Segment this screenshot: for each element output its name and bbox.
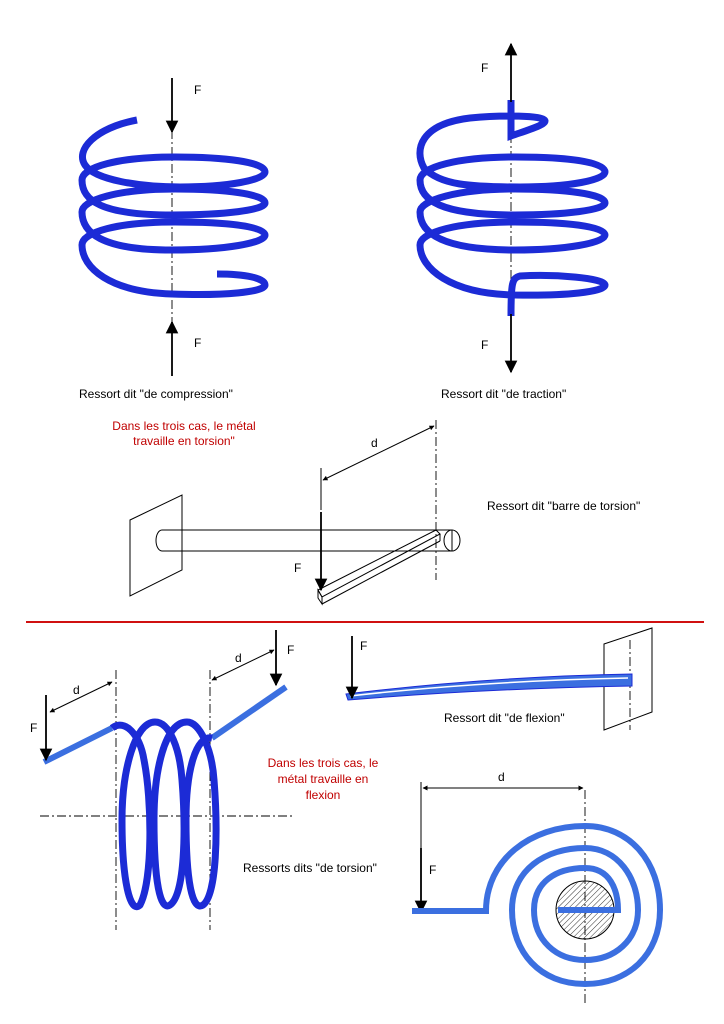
torsion-springs-caption: Ressorts dits "de torsion" <box>243 861 377 875</box>
torsion-note-line-2: travaille en torsion" <box>133 434 235 448</box>
torsion-bar-rod-end <box>443 529 461 552</box>
flexion-wall-plate <box>603 627 653 731</box>
flexion-leaf-highlight <box>349 677 629 697</box>
traction-spring-figure: F F Ressort dit "de traction" <box>416 42 609 401</box>
flexion-note-line-1: Dans les trois cas, le <box>268 756 379 770</box>
helical-left-leg <box>42 725 114 765</box>
torsion-bar-force-label: F <box>294 561 301 575</box>
helical-d-left-label: d <box>73 683 80 697</box>
spiral-spring-figure: d F <box>412 770 664 1005</box>
helical-force-left-label: F <box>30 721 37 735</box>
compression-caption: Ressort dit "de compression" <box>79 387 233 401</box>
flexion-note-line-3: flexion <box>306 788 341 802</box>
helical-torsion-spring-figure: d d F F Ressorts dits "de torsion" <box>30 630 377 930</box>
torsion-bar-lever-edge <box>321 540 441 605</box>
torsion-bar-rod <box>155 529 453 552</box>
spiral-d-label: d <box>498 770 505 784</box>
helical-right-leg <box>210 684 288 741</box>
torsion-bar-figure: d F Ressort dit "barre de torsion" <box>129 420 640 606</box>
traction-caption: Ressort dit "de traction" <box>441 387 566 401</box>
traction-force-bottom-label: F <box>481 338 488 352</box>
compression-spring-figure: F F Ressort dit "de compression" <box>78 78 269 401</box>
helical-d-right-label: d <box>235 651 242 665</box>
flexion-note-line-2: métal travaille en <box>278 772 369 786</box>
torsion-bar-d-label: d <box>371 436 378 450</box>
torsion-bar-dimension-d <box>322 425 435 481</box>
flexion-spring-figure: F Ressort dit "de flexion" <box>345 627 653 731</box>
traction-coil <box>416 100 609 317</box>
flexion-leaf <box>345 673 633 701</box>
spiral-coil <box>412 822 664 988</box>
torsion-bar-wall-plate <box>129 494 183 597</box>
compression-coil <box>78 116 269 299</box>
torsion-note: Dans les trois cas, le métal travaille e… <box>112 419 255 448</box>
torsion-bar-caption: Ressort dit "barre de torsion" <box>487 499 640 513</box>
torsion-bar-lever-end <box>317 588 323 606</box>
torsion-note-line-1: Dans les trois cas, le métal <box>112 419 255 433</box>
helical-dimension-d-right <box>211 649 275 681</box>
helical-dimension-d-left <box>49 681 113 713</box>
traction-force-top-label: F <box>481 61 488 75</box>
torsion-bar-lever-top <box>317 529 441 598</box>
helical-coils <box>109 718 220 911</box>
compression-force-bottom-label: F <box>194 336 201 350</box>
flexion-caption: Ressort dit "de flexion" <box>444 711 565 725</box>
flexion-force-label: F <box>360 639 367 653</box>
helical-force-right-label: F <box>287 643 294 657</box>
flexion-note: Dans les trois cas, le métal travaille e… <box>268 756 379 802</box>
compression-force-top-label: F <box>194 83 201 97</box>
spiral-force-label: F <box>429 863 436 877</box>
